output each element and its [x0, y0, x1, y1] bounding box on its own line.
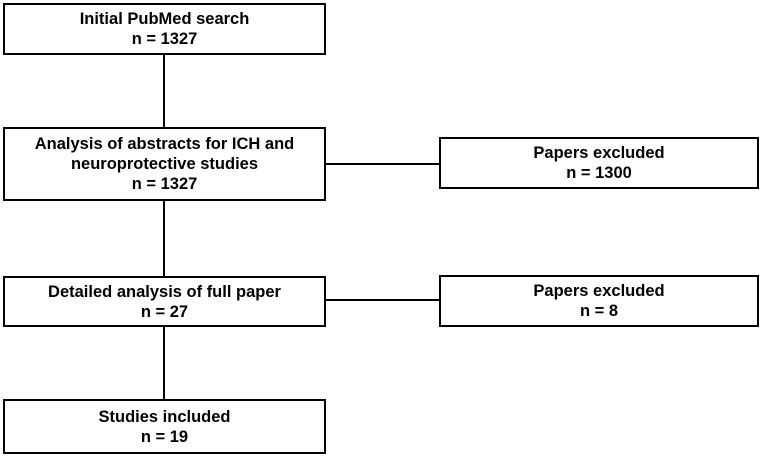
papers-excluded-count-1: n = 1300 [566, 164, 632, 182]
connector-fullpaper-to-included [163, 327, 165, 399]
full-paper-analysis-label: Detailed analysis of full paper [48, 282, 281, 301]
connector-abstracts-to-fullpaper [163, 201, 165, 276]
abstract-analysis-count: n = 1327 [131, 175, 198, 193]
full-paper-analysis-box: Detailed analysis of full paper n = 27 [3, 276, 326, 327]
connector-search-to-abstracts [163, 55, 165, 127]
papers-excluded-box-1: Papers excluded n = 1300 [439, 137, 759, 189]
abstract-analysis-box: Analysis of abstracts for ICH and neurop… [3, 127, 326, 201]
connector-fullpaper-to-excluded [326, 299, 439, 301]
initial-search-count: n = 1327 [131, 30, 198, 48]
abstract-analysis-label-line1: Analysis of abstracts for ICH and [34, 135, 295, 153]
papers-excluded-box-2: Papers excluded n = 8 [439, 275, 759, 327]
papers-excluded-label-2: Papers excluded [533, 282, 665, 300]
studies-included-box: Studies included n = 19 [3, 399, 326, 454]
studies-included-label: Studies included [98, 407, 231, 426]
initial-search-box: Initial PubMed search n = 1327 [3, 3, 326, 55]
studies-included-count: n = 19 [140, 427, 189, 446]
papers-excluded-label-1: Papers excluded [533, 144, 665, 162]
initial-search-label: Initial PubMed search [79, 10, 250, 28]
connector-abstracts-to-excluded [326, 163, 439, 165]
papers-excluded-count-2: n = 8 [579, 302, 619, 320]
full-paper-analysis-count: n = 27 [140, 302, 189, 321]
abstract-analysis-label-line2: neuroprotective studies [70, 155, 259, 173]
